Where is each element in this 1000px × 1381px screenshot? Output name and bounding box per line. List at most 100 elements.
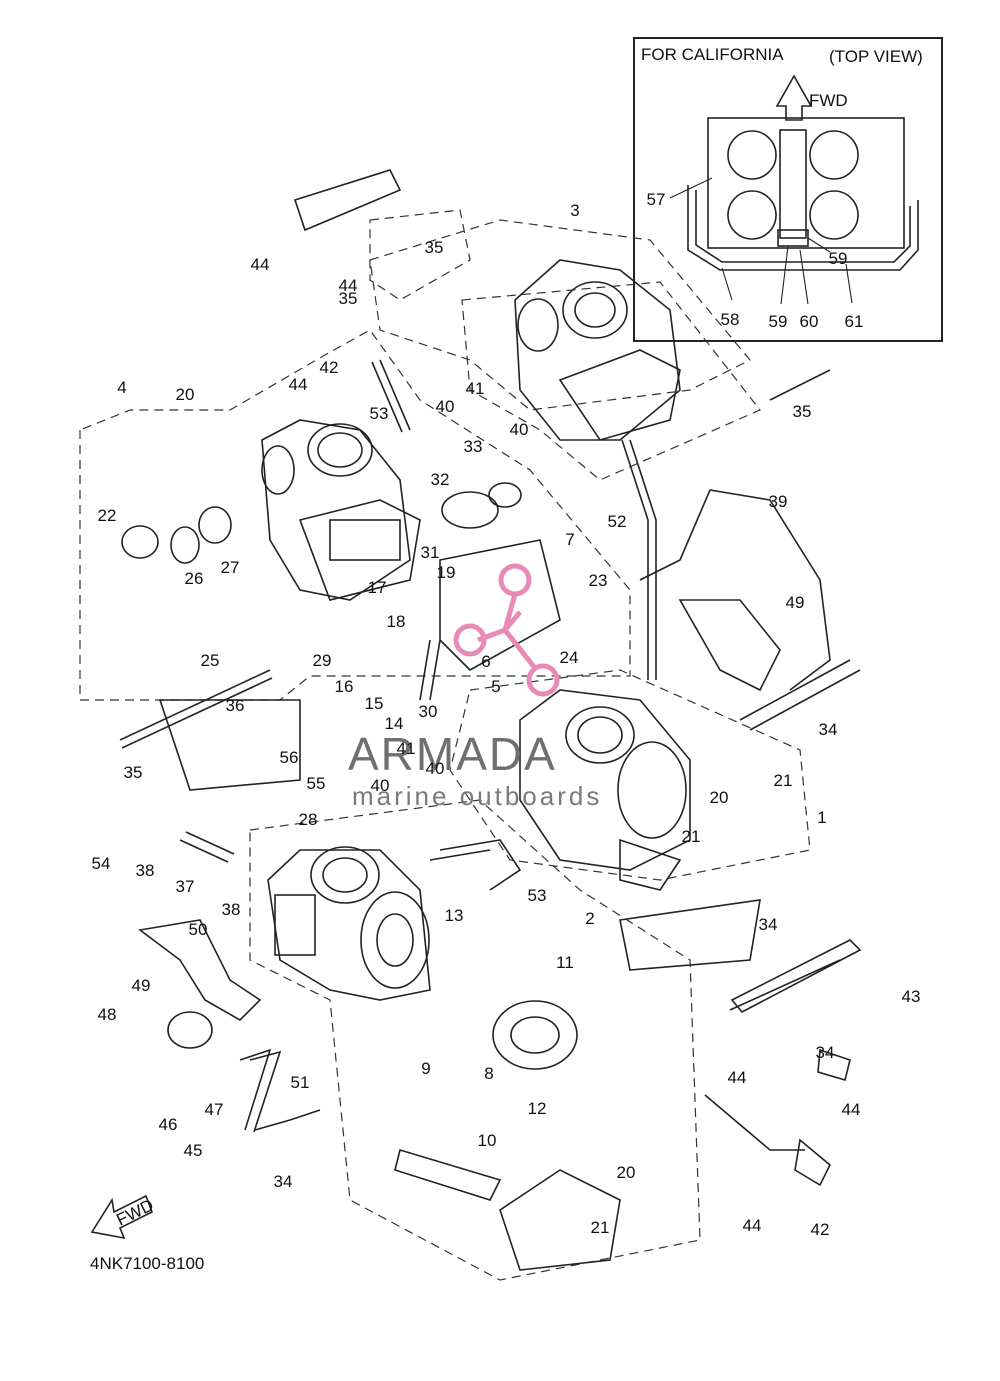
callout-34: 34 bbox=[759, 915, 778, 934]
callout-20: 20 bbox=[710, 788, 729, 807]
callout-35: 35 bbox=[339, 289, 358, 308]
callout-1: 1 bbox=[817, 808, 826, 827]
callout-10: 10 bbox=[478, 1131, 497, 1150]
callout-59: 59 bbox=[829, 249, 848, 268]
diagram-code: 4NK7100-8100 bbox=[90, 1254, 204, 1273]
callout-15: 15 bbox=[365, 694, 384, 713]
callout-57: 57 bbox=[647, 190, 666, 209]
callout-28: 28 bbox=[299, 810, 318, 829]
callout-40: 40 bbox=[371, 776, 390, 795]
callout-34: 34 bbox=[274, 1172, 293, 1191]
callout-41: 41 bbox=[466, 379, 485, 398]
callout-61: 61 bbox=[845, 312, 864, 331]
callout-21: 21 bbox=[774, 771, 793, 790]
callout-42: 42 bbox=[811, 1220, 830, 1239]
inset-title: FOR CALIFORNIA bbox=[641, 45, 784, 64]
callout-51: 51 bbox=[291, 1073, 310, 1092]
callout-43: 43 bbox=[902, 987, 921, 1006]
callout-39: 39 bbox=[769, 492, 788, 511]
california-inset: FOR CALIFORNIA (TOP VIEW) FWD bbox=[633, 37, 943, 342]
callout-4: 4 bbox=[117, 378, 126, 397]
inset-view-label: (TOP VIEW) bbox=[829, 47, 923, 66]
callout-44: 44 bbox=[842, 1100, 861, 1119]
callout-33: 33 bbox=[464, 437, 483, 456]
callout-49: 49 bbox=[786, 593, 805, 612]
callout-18: 18 bbox=[387, 612, 406, 631]
callout-29: 29 bbox=[313, 651, 332, 670]
inset-fwd-label: FWD bbox=[809, 91, 848, 110]
carburetor-lower-left bbox=[267, 846, 431, 1001]
callout-11: 11 bbox=[556, 953, 574, 972]
callout-35: 35 bbox=[124, 763, 143, 782]
callout-27: 27 bbox=[221, 558, 240, 577]
callout-30: 30 bbox=[419, 702, 438, 721]
callout-20: 20 bbox=[176, 385, 195, 404]
callout-56: 56 bbox=[280, 748, 299, 767]
watermark-tagline: marine outboards bbox=[352, 781, 602, 811]
callout-54: 54 bbox=[92, 854, 111, 873]
callout-12: 12 bbox=[528, 1099, 547, 1118]
callout-40: 40 bbox=[436, 397, 455, 416]
callout-22: 22 bbox=[98, 506, 117, 525]
callout-44: 44 bbox=[728, 1068, 747, 1087]
callout-38: 38 bbox=[222, 900, 241, 919]
callout-53: 53 bbox=[528, 886, 547, 905]
callout-24: 24 bbox=[560, 648, 579, 667]
callout-25: 25 bbox=[201, 651, 220, 670]
callout-6: 6 bbox=[481, 652, 490, 671]
callout-38: 38 bbox=[136, 861, 155, 880]
callout-35: 35 bbox=[793, 402, 812, 421]
watermark-brand: ARMADA bbox=[348, 728, 557, 780]
callout-17: 17 bbox=[368, 578, 387, 597]
fwd-up-arrow-icon bbox=[775, 74, 813, 121]
callout-53: 53 bbox=[370, 404, 389, 423]
carburetor-upper-right bbox=[514, 259, 681, 441]
callout-3: 3 bbox=[570, 201, 579, 220]
fwd-arrow-icon: FWD bbox=[90, 1194, 157, 1240]
callout-7: 7 bbox=[565, 530, 574, 549]
callout-32: 32 bbox=[431, 470, 450, 489]
callout-34: 34 bbox=[819, 720, 838, 739]
callout-44: 44 bbox=[289, 375, 308, 394]
callout-48: 48 bbox=[98, 1005, 117, 1024]
callout-9: 9 bbox=[421, 1059, 430, 1078]
callout-31: 31 bbox=[421, 543, 440, 562]
callout-35: 35 bbox=[425, 238, 444, 257]
callout-49: 49 bbox=[132, 976, 151, 995]
callout-50: 50 bbox=[189, 920, 208, 939]
callout-34: 34 bbox=[816, 1043, 835, 1062]
callout-46: 46 bbox=[159, 1115, 178, 1134]
callout-21: 21 bbox=[591, 1218, 610, 1237]
callout-14: 14 bbox=[385, 714, 404, 733]
carburetor-upper-left bbox=[261, 419, 421, 601]
callout-37: 37 bbox=[176, 877, 195, 896]
callout-45: 45 bbox=[184, 1141, 203, 1160]
callout-44: 44 bbox=[339, 276, 358, 295]
callout-19: 19 bbox=[437, 563, 456, 582]
callout-42: 42 bbox=[320, 358, 339, 377]
callout-26: 26 bbox=[185, 569, 204, 588]
callout-52: 52 bbox=[608, 512, 627, 531]
callout-40: 40 bbox=[426, 759, 445, 778]
callout-20: 20 bbox=[617, 1163, 636, 1182]
armada-watermark: ARMADA marine outboards bbox=[348, 563, 602, 811]
callout-55: 55 bbox=[307, 774, 326, 793]
callout-59: 59 bbox=[769, 312, 788, 331]
callout-13: 13 bbox=[445, 906, 464, 925]
callout-8: 8 bbox=[484, 1064, 493, 1083]
callout-16: 16 bbox=[335, 677, 354, 696]
callout-23: 23 bbox=[589, 571, 608, 590]
callout-60: 60 bbox=[800, 312, 819, 331]
callout-58: 58 bbox=[721, 310, 740, 329]
callout-2: 2 bbox=[585, 909, 594, 928]
callout-41: 41 bbox=[397, 739, 416, 758]
callout-21: 21 bbox=[682, 827, 701, 846]
callout-47: 47 bbox=[205, 1100, 224, 1119]
callout-5: 5 bbox=[491, 677, 500, 696]
callout-40: 40 bbox=[510, 420, 529, 439]
carburetor-bank-top-view bbox=[687, 117, 919, 271]
part-callouts: 1234567891011121314151617181920202021212… bbox=[92, 190, 921, 1239]
rods-hoses-levers bbox=[119, 169, 862, 1187]
callout-36: 36 bbox=[226, 696, 245, 715]
